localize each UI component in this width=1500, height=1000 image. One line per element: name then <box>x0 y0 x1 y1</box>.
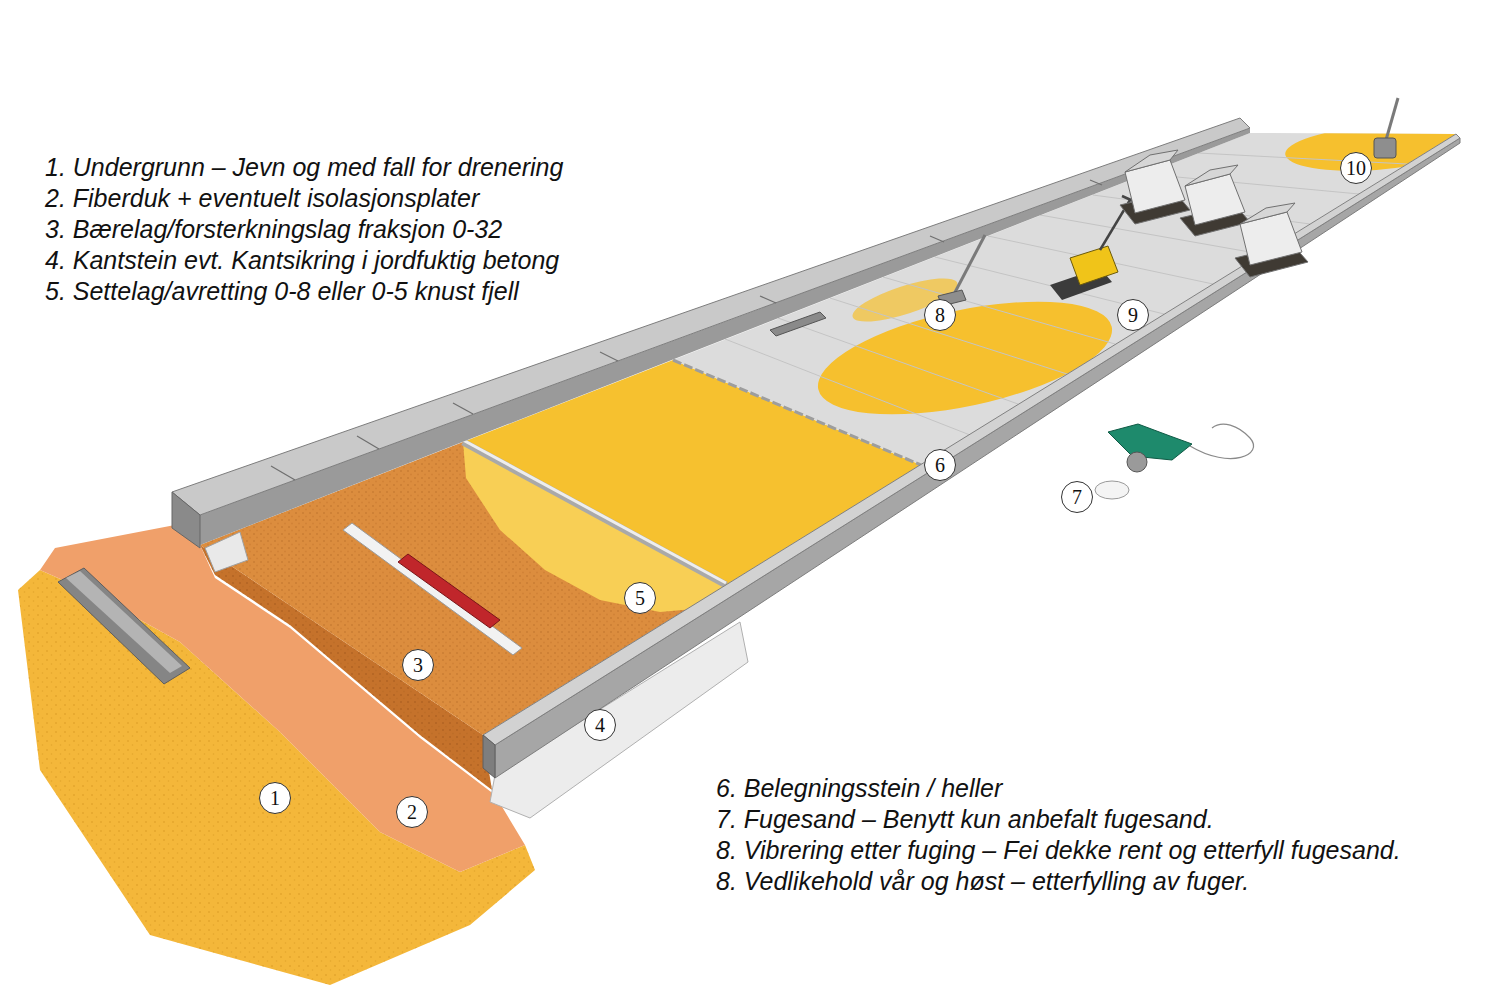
callout-number: 10 <box>1346 158 1366 178</box>
screed-rail <box>463 442 726 585</box>
broom <box>938 235 985 306</box>
paver-joint <box>830 298 1067 374</box>
callout-circle: 1 <box>259 782 291 814</box>
compactor-body <box>1070 246 1118 285</box>
list-item: 8. Vedlikehold vår og høst – etterfyllin… <box>716 866 1249 896</box>
kerb-joint <box>453 403 473 414</box>
callout-number: 5 <box>635 588 645 608</box>
callout-number: 6 <box>935 455 945 475</box>
list-item: 2. Fiberduk + eventuelt isolasjonsplater <box>45 183 479 213</box>
callout-number: 2 <box>407 802 417 822</box>
power-cord <box>1190 424 1254 458</box>
broom-handle <box>952 235 985 298</box>
list-item: 1. Undergrunn – Jevn og med fall for dre… <box>45 152 563 182</box>
straight-edge <box>343 523 522 655</box>
kerb-joint <box>600 352 618 361</box>
back-kerb-end <box>172 492 200 548</box>
kerb-joint <box>930 236 944 242</box>
paver-stack-top <box>1240 203 1295 224</box>
kerb-joint <box>357 436 379 449</box>
callout-circle: 7 <box>1061 481 1093 513</box>
joint-sand-patch <box>808 280 1121 436</box>
drain-pipe-highlight <box>66 571 182 673</box>
list-item: 4. Kantstein evt. Kantsikring i jordfukt… <box>45 245 559 275</box>
broom-handle <box>1386 98 1398 140</box>
back-kerb-footing <box>205 532 248 572</box>
front-kerb-face <box>495 138 1460 778</box>
list-item: 6. Belegningsstein / heller <box>716 773 1002 803</box>
callout-circle: 6 <box>924 449 956 481</box>
front-kerb-end <box>483 735 495 778</box>
paver-joint <box>725 339 970 435</box>
list-item: 8. Vibrering etter fuging – Fei dekke re… <box>716 835 1401 865</box>
callout-number: 9 <box>1128 305 1138 325</box>
drain-grate <box>770 312 826 336</box>
sand-bag <box>1095 481 1129 499</box>
front-kerb-top <box>483 134 1460 745</box>
spreader-wheel <box>1127 452 1147 472</box>
callout-number: 8 <box>935 305 945 325</box>
spirit-level <box>398 554 500 628</box>
callout-circle: 2 <box>396 796 428 828</box>
kerb-joint <box>271 466 295 480</box>
broom <box>1374 98 1398 158</box>
callout-circle: 4 <box>584 709 616 741</box>
broom-head <box>1374 138 1396 158</box>
callout-circle: 9 <box>1117 299 1149 331</box>
drain-pipe <box>58 568 190 684</box>
callout-number: 1 <box>270 788 280 808</box>
callout-number: 7 <box>1072 487 1082 507</box>
callout-number: 3 <box>413 655 423 675</box>
sand-spreader <box>1095 424 1254 499</box>
callout-circle: 8 <box>924 299 956 331</box>
callout-circle: 10 <box>1340 152 1372 184</box>
paver-pallets <box>1120 150 1308 277</box>
list-item: 5. Settelag/avretting 0-8 eller 0-5 knus… <box>45 276 519 306</box>
callout-circle: 3 <box>402 649 434 681</box>
list-item: 3. Bærelag/forsterkningslag fraksjon 0-3… <box>45 214 502 244</box>
callout-circle: 5 <box>624 582 656 614</box>
screed-rail-top <box>463 440 726 583</box>
paver-stack-top <box>1185 165 1238 186</box>
list-item: 7. Fugesand – Benytt kun anbefalt fugesa… <box>716 804 1214 834</box>
kerb-joint <box>760 296 776 303</box>
spreader-body <box>1108 424 1192 460</box>
paver-joint <box>988 236 1213 284</box>
paver-edge-row <box>673 360 921 465</box>
callout-number: 4 <box>595 715 605 735</box>
paver-stack-top <box>1125 150 1178 172</box>
kerb-joint <box>1090 180 1102 185</box>
paver-joint <box>778 318 1018 404</box>
